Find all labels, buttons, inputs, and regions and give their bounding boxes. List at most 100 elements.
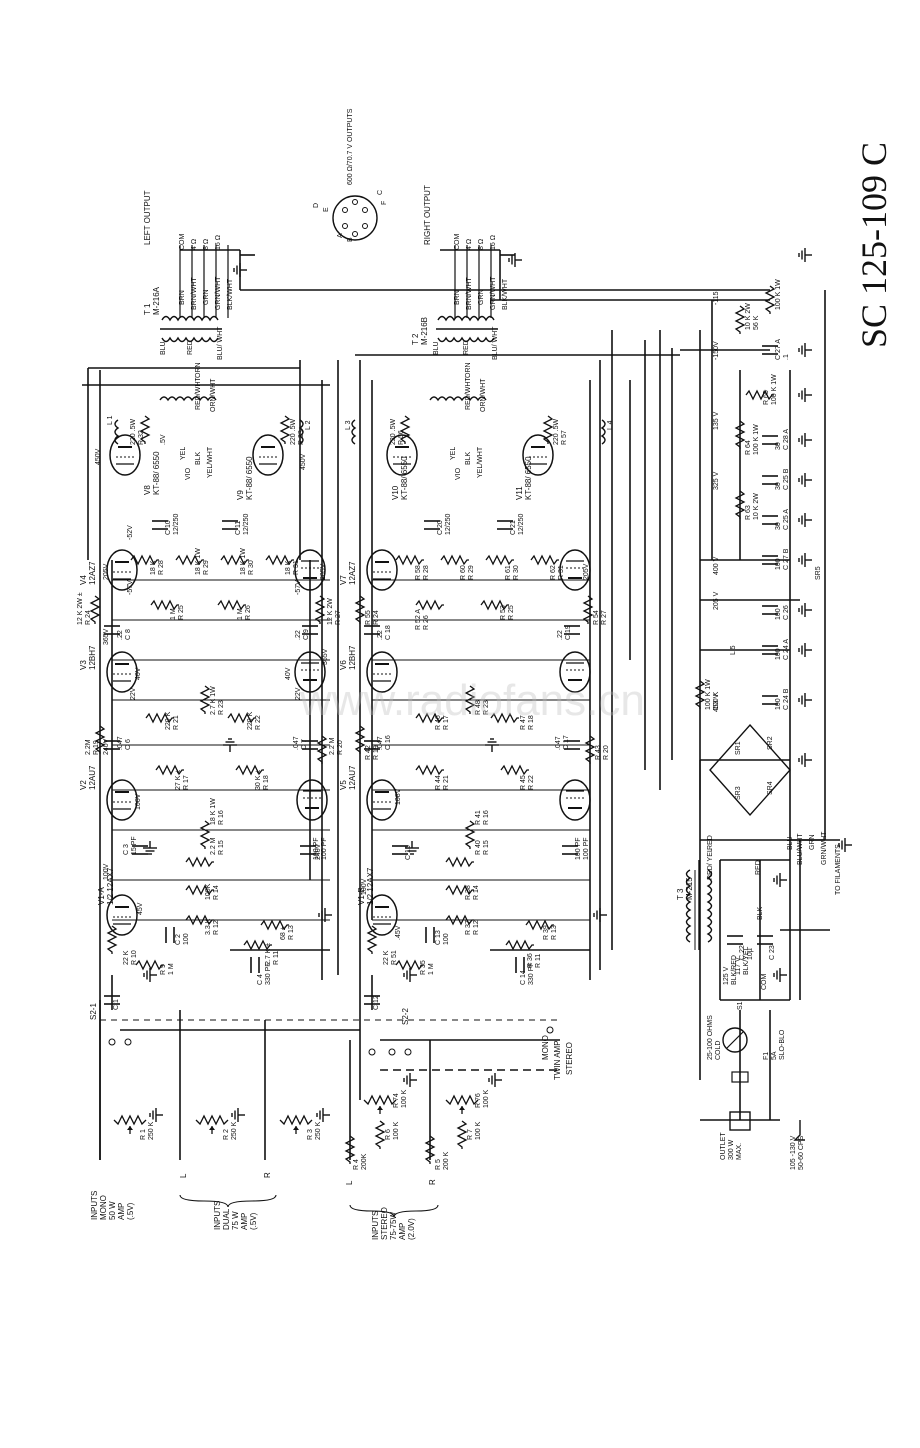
svg-text:LEFT OUTPUT: LEFT OUTPUT bbox=[143, 190, 152, 245]
svg-text:ORN/WHT: ORN/WHT bbox=[480, 378, 487, 412]
svg-text:SR1: SR1 bbox=[735, 741, 742, 755]
svg-text:.22C 9: .22C 9 bbox=[295, 629, 310, 640]
svg-text:.22C 8: .22C 8 bbox=[117, 629, 132, 640]
svg-text:R 42R 19: R 42R 19 bbox=[365, 745, 380, 760]
svg-text:S1: S1 bbox=[737, 1001, 744, 1010]
svg-text:R 36R 11: R 36R 11 bbox=[527, 953, 542, 968]
svg-text:R 38R 14: R 38R 14 bbox=[465, 885, 480, 900]
svg-text:600 Ω/70.7 V OUTPUTS: 600 Ω/70.7 V OUTPUTS bbox=[347, 108, 354, 185]
svg-text:365V: 365V bbox=[322, 648, 329, 665]
svg-text:COM: COM bbox=[454, 234, 461, 251]
svg-text:R 53R 25: R 53R 25 bbox=[500, 605, 515, 620]
svg-text:100V: 100V bbox=[103, 863, 110, 880]
svg-text:C: C bbox=[377, 190, 384, 195]
svg-text:68 ±R 13: 68 ±R 13 bbox=[280, 925, 295, 940]
svg-text:220 .5WR 32: 220 .5WR 32 bbox=[130, 419, 145, 445]
svg-text:18 KR 28: 18 KR 28 bbox=[150, 560, 165, 575]
svg-text:-57V: -57V bbox=[295, 580, 302, 595]
stereo-input-label: INPUTSSTEREO75-75WAMP(2.0V) bbox=[371, 1207, 416, 1240]
svg-text:100 PF100 PF: 100 PF100 PF bbox=[313, 837, 328, 860]
svg-text:12 K 2W ±R 24: 12 K 2W ±R 24 bbox=[77, 592, 92, 625]
svg-text:106V: 106V bbox=[135, 793, 142, 810]
svg-text:SR5: SR5 bbox=[815, 566, 822, 580]
svg-text:T 1M-216A: T 1M-216A bbox=[143, 286, 161, 315]
svg-text:V11KT-88/ 6550: V11KT-88/ 6550 bbox=[515, 456, 533, 500]
svg-text:2.2 MR 15: 2.2 MR 15 bbox=[210, 837, 225, 855]
document-code: SC 125-109 C bbox=[848, 118, 898, 378]
svg-text:2.2MR 19: 2.2MR 19 bbox=[85, 739, 100, 755]
svg-text:30C 25 B: 30C 25 B bbox=[775, 468, 790, 490]
svg-text:R 41R 16: R 41R 16 bbox=[475, 810, 490, 825]
svg-text:100C 27 B: 100C 27 B bbox=[775, 548, 790, 570]
svg-text:L: L bbox=[179, 1173, 188, 1178]
svg-text:.22C 18: .22C 18 bbox=[377, 625, 392, 640]
svg-text:325 V: 325 V bbox=[713, 471, 720, 490]
svg-text:RED/WHT: RED/WHT bbox=[465, 377, 472, 410]
svg-text:C 4330 PF: C 4330 PF bbox=[257, 962, 272, 985]
svg-text:25-100 OHMSCOLD: 25-100 OHMSCOLD bbox=[707, 1015, 722, 1060]
svg-text:L: L bbox=[345, 1180, 354, 1185]
svg-text:240V: 240V bbox=[315, 843, 322, 860]
svg-text:ORN: ORN bbox=[465, 362, 472, 378]
svg-text:C 2012/250: C 2012/250 bbox=[437, 513, 452, 535]
svg-text:TWIN AMP: TWIN AMP bbox=[553, 1040, 562, 1080]
svg-text:205V: 205V bbox=[320, 563, 327, 580]
svg-text:R 7100 K: R 7100 K bbox=[467, 1121, 482, 1140]
svg-text:R 61R 30: R 61R 30 bbox=[505, 565, 520, 580]
svg-text:205 V: 205 V bbox=[713, 591, 720, 610]
svg-text:GRN/WHT: GRN/WHT bbox=[490, 276, 497, 310]
svg-text:R 62R 31: R 62R 31 bbox=[550, 565, 565, 580]
svg-text:18 KR 31: 18 KR 31 bbox=[285, 560, 300, 575]
svg-text:240V: 240V bbox=[103, 738, 110, 755]
wiring bbox=[82, 249, 840, 1160]
svg-text:RED/WHT: RED/WHT bbox=[195, 377, 202, 410]
svg-text:.047C 17: .047C 17 bbox=[555, 735, 570, 750]
svg-text:R 43R 20: R 43R 20 bbox=[595, 745, 610, 760]
svg-text:.22C 19: .22C 19 bbox=[557, 625, 572, 640]
svg-text:2.7 K 1WR 23: 2.7 K 1WR 23 bbox=[210, 686, 225, 715]
svg-text:R 65100 K 1W: R 65100 K 1W bbox=[763, 374, 778, 405]
svg-text:.047C 7: .047C 7 bbox=[293, 736, 308, 750]
svg-text:S2-1: S2-1 bbox=[89, 1003, 98, 1020]
input-pots bbox=[108, 1026, 560, 1165]
svg-text:220 .5WR 56: 220 .5WR 56 bbox=[390, 419, 405, 445]
svg-text:2.2 MR 20: 2.2 MR 20 bbox=[329, 737, 344, 755]
svg-text:SR4: SR4 bbox=[767, 781, 774, 795]
svg-text:22 KR 10: 22 KR 10 bbox=[123, 950, 138, 965]
svg-text:4 Ω: 4 Ω bbox=[191, 239, 198, 250]
svg-text:R 40R 15: R 40R 15 bbox=[475, 840, 490, 855]
svg-text:12 K 2WR 27: 12 K 2WR 27 bbox=[327, 598, 342, 625]
svg-text:VIO: VIO bbox=[185, 467, 192, 480]
svg-text:T 3M-215: T 3M-215 bbox=[676, 877, 694, 900]
svg-text:YEL/WHT: YEL/WHT bbox=[207, 446, 214, 478]
svg-text:F15ASLO-BLO: F15ASLO-BLO bbox=[763, 1029, 786, 1060]
svg-text:-52V: -52V bbox=[127, 525, 134, 540]
svg-text:205V: 205V bbox=[583, 563, 590, 580]
svg-text:R 64100 K 1W: R 64100 K 1W bbox=[745, 424, 760, 455]
svg-text:BLU/ WHT: BLU/ WHT bbox=[217, 326, 224, 360]
svg-text:R: R bbox=[263, 1172, 272, 1178]
svg-text:220 .5WR 57: 220 .5WR 57 bbox=[553, 419, 568, 445]
svg-text:R 55R 24: R 55R 24 bbox=[365, 610, 380, 625]
svg-text:V10KT-88/ 6550: V10KT-88/ 6550 bbox=[391, 456, 409, 500]
power-transformer bbox=[685, 860, 805, 1141]
svg-text:GRN: GRN bbox=[809, 834, 816, 850]
svg-text:R 4200K: R 4200K bbox=[353, 1153, 368, 1170]
svg-text:R 44R 21: R 44R 21 bbox=[435, 775, 450, 790]
svg-text:B: B bbox=[347, 237, 354, 242]
svg-text:BRN: BRN bbox=[179, 290, 186, 305]
svg-text:A: A bbox=[337, 233, 344, 238]
svg-text:16 Ω: 16 Ω bbox=[490, 235, 497, 250]
svg-text:1 MR 26: 1 MR 26 bbox=[237, 605, 252, 620]
svg-text:R 76100 K: R 76100 K bbox=[475, 1089, 490, 1108]
svg-text:R 6100 K: R 6100 K bbox=[385, 1121, 400, 1140]
svg-text:S2-2: S2-2 bbox=[401, 1008, 410, 1025]
svg-text:365V: 365V bbox=[103, 628, 110, 645]
watermark: www.radiofans.cn bbox=[299, 676, 645, 725]
svg-text:R 74100 K: R 74100 K bbox=[393, 1089, 408, 1108]
svg-text:SC 125-109 C: SC 125-109 C bbox=[854, 142, 894, 348]
svg-text:16 Ω: 16 Ω bbox=[215, 235, 222, 250]
output-transformers bbox=[114, 195, 606, 445]
svg-text:BRN/WHT: BRN/WHT bbox=[191, 277, 198, 310]
svg-text:BLU/ WHT: BLU/ WHT bbox=[492, 326, 499, 360]
